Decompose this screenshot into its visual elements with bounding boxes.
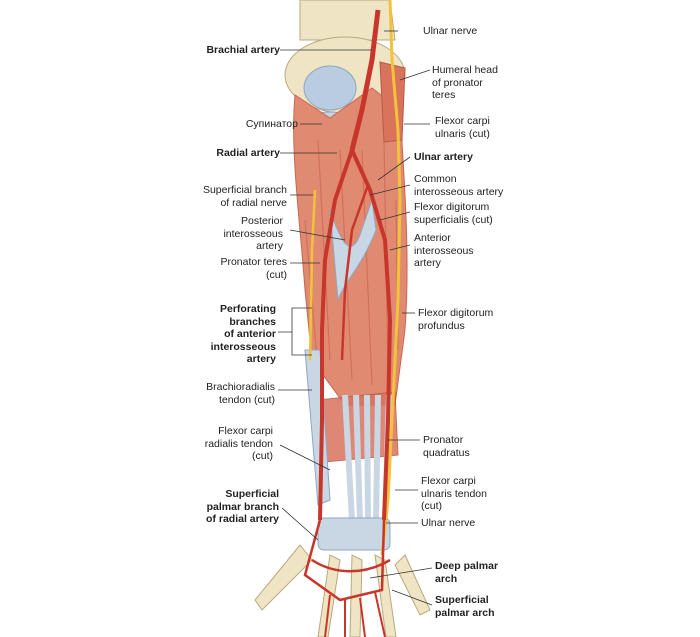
leader-lines bbox=[278, 30, 433, 606]
label-supinator: Супинатор bbox=[245, 118, 298, 130]
radial-artery bbox=[318, 149, 354, 521]
capitulum-cartilage bbox=[303, 65, 357, 111]
label-superficial-palmar-arch: Superficial palmar arch bbox=[435, 594, 495, 619]
label-brachial-artery: Brachial artery bbox=[206, 44, 280, 56]
brachial-artery bbox=[349, 9, 381, 151]
humerus-bone bbox=[299, 0, 396, 41]
label-superficial-palmar-branch-radial-artery: Superficial palmar branch of radial arte… bbox=[206, 488, 279, 525]
label-anterior-interosseous-artery: Anterior interosseous artery bbox=[414, 232, 474, 269]
label-pronator-quadratus: Pronator quadratus bbox=[423, 434, 470, 459]
label-ulnar-nerve-bottom: Ulnar nerve bbox=[421, 517, 476, 529]
label-flexor-digitorum-superficialis-cut: Flexor digitorum superficialis (cut) bbox=[414, 201, 493, 226]
palmar-arches bbox=[303, 519, 391, 602]
label-flexor-carpi-ulnaris-tendon-cut: Flexor carpi ulnaris tendon (cut) bbox=[421, 475, 487, 512]
label-ulnar-artery: Ulnar artery bbox=[414, 151, 473, 163]
label-flexor-carpi-ulnaris-cut: Flexor carpi ulnaris (cut) bbox=[435, 115, 490, 140]
superficial-radial-nerve bbox=[308, 189, 317, 361]
label-ulnar-nerve-top: Ulnar nerve bbox=[423, 25, 478, 37]
label-pronator-teres-cut: Pronator teres (cut) bbox=[220, 256, 287, 281]
flexor-retinaculum bbox=[317, 517, 391, 551]
interosseous-artery bbox=[340, 184, 370, 361]
label-common-interosseous-artery: Common interosseous artery bbox=[414, 173, 504, 198]
label-humeral-head-pronator-teres: Humeral head of pronator teres bbox=[432, 64, 498, 101]
label-brachioradialis-tendon-cut: Brachioradialis tendon (cut) bbox=[206, 381, 275, 406]
label-deep-palmar-arch: Deep palmar arch bbox=[435, 560, 499, 585]
ulnar-nerve bbox=[380, 0, 402, 556]
label-flexor-digitorum-profundus: Flexor digitorum profundus bbox=[418, 307, 494, 332]
ulnar-artery bbox=[350, 149, 393, 521]
brachioradialis-tendon bbox=[304, 349, 331, 506]
label-radial-artery: Radial artery bbox=[216, 147, 280, 159]
label-flexor-carpi-radialis-tendon-cut: Flexor carpi radialis tendon (cut) bbox=[204, 425, 273, 462]
hand-bones bbox=[254, 544, 431, 637]
label-superficial-branch-radial-nerve: Superficial branch of radial nerve bbox=[202, 184, 287, 209]
flexor-tendons bbox=[342, 394, 392, 521]
digital-arteries bbox=[324, 591, 386, 637]
label-posterior-interosseous-artery: Posterior interosseous artery bbox=[223, 215, 283, 252]
label-perforating-branches: Perforating branches of anterior interos… bbox=[210, 303, 276, 365]
